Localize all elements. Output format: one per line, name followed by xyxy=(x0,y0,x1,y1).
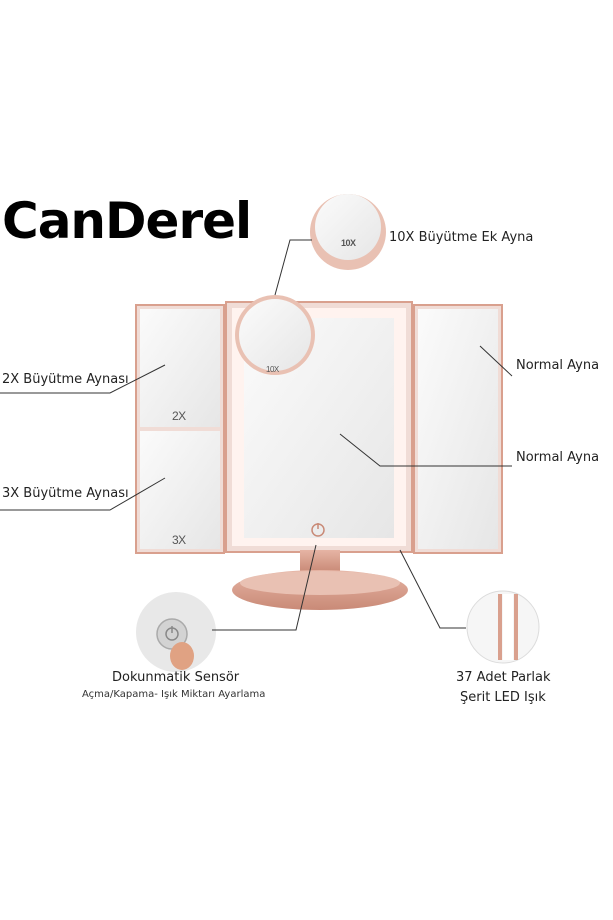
power-icon xyxy=(311,523,325,537)
led-label-line1: 37 Adet Parlak xyxy=(456,670,551,685)
zoom-2x-mark: 2X xyxy=(172,409,186,423)
left-panel xyxy=(135,304,225,554)
led-label-line2: Şerit LED Işık xyxy=(460,690,546,705)
zoom-10x-small-mark: 10X xyxy=(266,365,279,374)
attached-magnifier xyxy=(235,295,315,375)
zoom-2x-label: 2X Büyütme Aynası xyxy=(2,372,129,387)
normal-mirror-center-label: Normal Ayna xyxy=(516,450,600,465)
finger-icon xyxy=(170,642,194,670)
zoom-10x-inset-mark: 10X xyxy=(341,238,356,248)
touch-sensor-title: Dokunmatik Sensör xyxy=(112,670,240,685)
mirror-stand xyxy=(232,550,408,610)
touch-sensor-inset xyxy=(136,592,216,672)
magnifier-10x-label: 10X Büyütme Ek Ayna xyxy=(389,230,534,245)
touch-sensor-subtitle: Açma/Kapama- Işık Miktarı Ayarlama xyxy=(82,689,266,700)
leader-lines xyxy=(0,239,513,631)
normal-mirror-right-label: Normal Ayna xyxy=(516,358,600,373)
led-strip-inset xyxy=(466,590,540,664)
magnifier-inset xyxy=(310,194,386,270)
zoom-3x-mark: 3X xyxy=(172,533,186,547)
zoom-3x-label: 3X Büyütme Aynası xyxy=(2,486,129,501)
brand-logo: CanDerel xyxy=(2,192,252,250)
right-panel xyxy=(413,304,503,554)
